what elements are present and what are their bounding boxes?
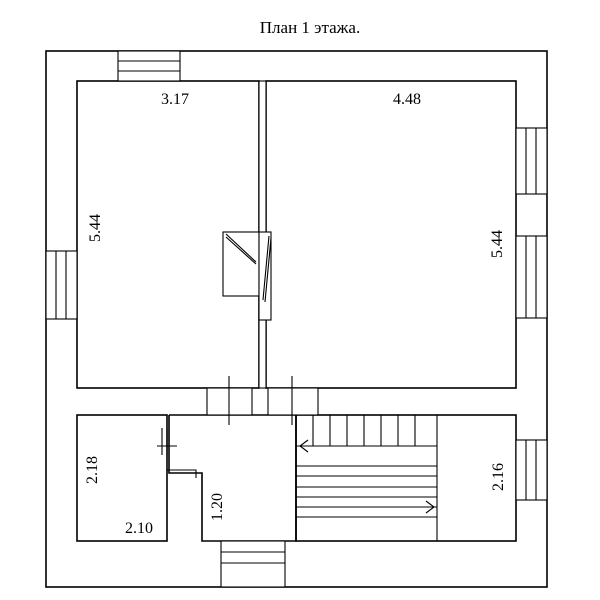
small-room: [76, 414, 168, 542]
stair-hall: [295, 414, 517, 542]
plan-title: План 1 этажа.: [260, 18, 360, 37]
stair-lower-flight: [296, 465, 437, 518]
corridor: [167, 414, 297, 542]
corridor-width-label: 1.20: [209, 493, 226, 521]
stair-hall-height-label: 2.16: [490, 463, 507, 491]
door-small-room: [157, 428, 177, 455]
right-room: [265, 80, 517, 389]
window-right-2: [515, 235, 548, 319]
window-right-3: [515, 439, 548, 501]
stove: [222, 80, 272, 389]
door-left-room: [206, 376, 253, 425]
door-right-room: [267, 376, 319, 425]
stair-arrow-left: [299, 439, 437, 453]
small-room-width-label: 2.10: [125, 520, 153, 537]
stair-upper-flight: [296, 415, 437, 447]
left-room-length-label: 5.44: [87, 214, 104, 242]
window-right-1: [515, 127, 548, 195]
window-top: [117, 50, 181, 82]
entrance-door: [220, 540, 286, 588]
left-room-width-label: 3.17: [161, 91, 189, 108]
right-room-width-label: 4.48: [393, 91, 421, 108]
window-left: [45, 250, 78, 320]
stair-arrow-right: [296, 500, 435, 514]
right-room-length-label: 5.44: [489, 230, 506, 258]
small-room-height-label: 2.18: [84, 456, 101, 484]
